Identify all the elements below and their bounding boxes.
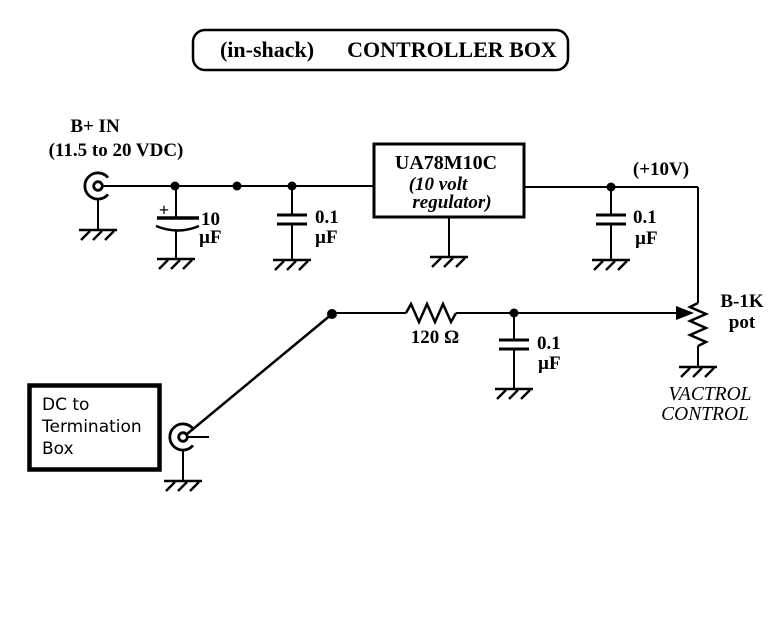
ground-icon: [590, 258, 632, 272]
ground-icon: [677, 365, 719, 379]
output-bypass-cap-group: 0.1 µF: [590, 187, 658, 272]
cap-value-label: 0.1: [315, 207, 339, 228]
title-left: (in-shack): [220, 37, 314, 62]
ground-icon: [155, 257, 197, 271]
potentiometer-icon: [686, 301, 710, 348]
cap-unit-label: µF: [635, 228, 658, 249]
cap-value-label: 10: [201, 209, 220, 230]
input-label: B+ IN: [70, 116, 120, 137]
potentiometer-group: B-1K pot: [676, 291, 764, 379]
cap-unit-label: µF: [538, 353, 561, 374]
termination-box-line3: Box: [42, 439, 74, 459]
title-box: (in-shack) CONTROLLER BOX: [191, 28, 570, 72]
resistor-icon: [404, 300, 458, 326]
input-range-label: (11.5 to 20 VDC): [49, 140, 184, 161]
junction-dots: [170, 181, 616, 319]
cap-value-label: 0.1: [537, 333, 561, 354]
ground-icon: [428, 255, 470, 269]
capacitor-icon: [499, 338, 529, 351]
filter-cap-group: + 10 µF: [155, 186, 222, 271]
vactrol-line1: VACTROL: [668, 384, 751, 405]
output-voltage-label: (+10V): [633, 159, 689, 180]
regulator-box: UA78M10C (10 volt regulator): [372, 142, 526, 269]
input-connector-group: B+ IN (11.5 to 20 VDC): [49, 116, 184, 242]
termination-connector-group: [162, 422, 209, 493]
ground-icon: [77, 228, 119, 242]
pot-value-label: B-1K: [720, 291, 764, 312]
capacitor-icon: [277, 213, 307, 226]
junction-dot: [327, 309, 337, 319]
wire-diagonal: [186, 313, 333, 435]
termination-box-line1: DC to: [42, 395, 89, 415]
wiper-arrow-icon: [676, 306, 694, 320]
ground-icon: [162, 479, 204, 493]
mid-bypass-cap-group: 0.1 µF: [493, 313, 561, 401]
capacitor-icon: [596, 213, 626, 226]
regulator-desc-line2: regulator): [412, 192, 491, 213]
vactrol-line2: CONTROL: [661, 404, 749, 425]
input-bypass-cap-group: 0.1 µF: [271, 186, 339, 272]
ground-icon: [493, 387, 535, 401]
junction-dot: [232, 181, 242, 191]
termination-box-line2: Termination: [41, 417, 142, 437]
vactrol-label: VACTROL CONTROL: [661, 384, 751, 425]
ground-icon: [271, 258, 313, 272]
regulator-part-label: UA78M10C: [395, 152, 497, 174]
title-right: CONTROLLER BOX: [347, 37, 557, 62]
polarized-capacitor-icon: [155, 216, 200, 232]
dc-termination-box: DC to Termination Box: [27, 383, 162, 472]
regulator-desc-line1: (10 volt: [409, 174, 468, 195]
pot-word-label: pot: [729, 312, 756, 333]
cap-value-label: 0.1: [633, 207, 657, 228]
resistor-value-label: 120 Ω: [411, 327, 459, 348]
cap-unit-label: µF: [199, 227, 222, 248]
polarity-plus-label: +: [159, 200, 169, 220]
series-resistor-group: 120 Ω: [404, 300, 459, 348]
cap-unit-label: µF: [315, 227, 338, 248]
